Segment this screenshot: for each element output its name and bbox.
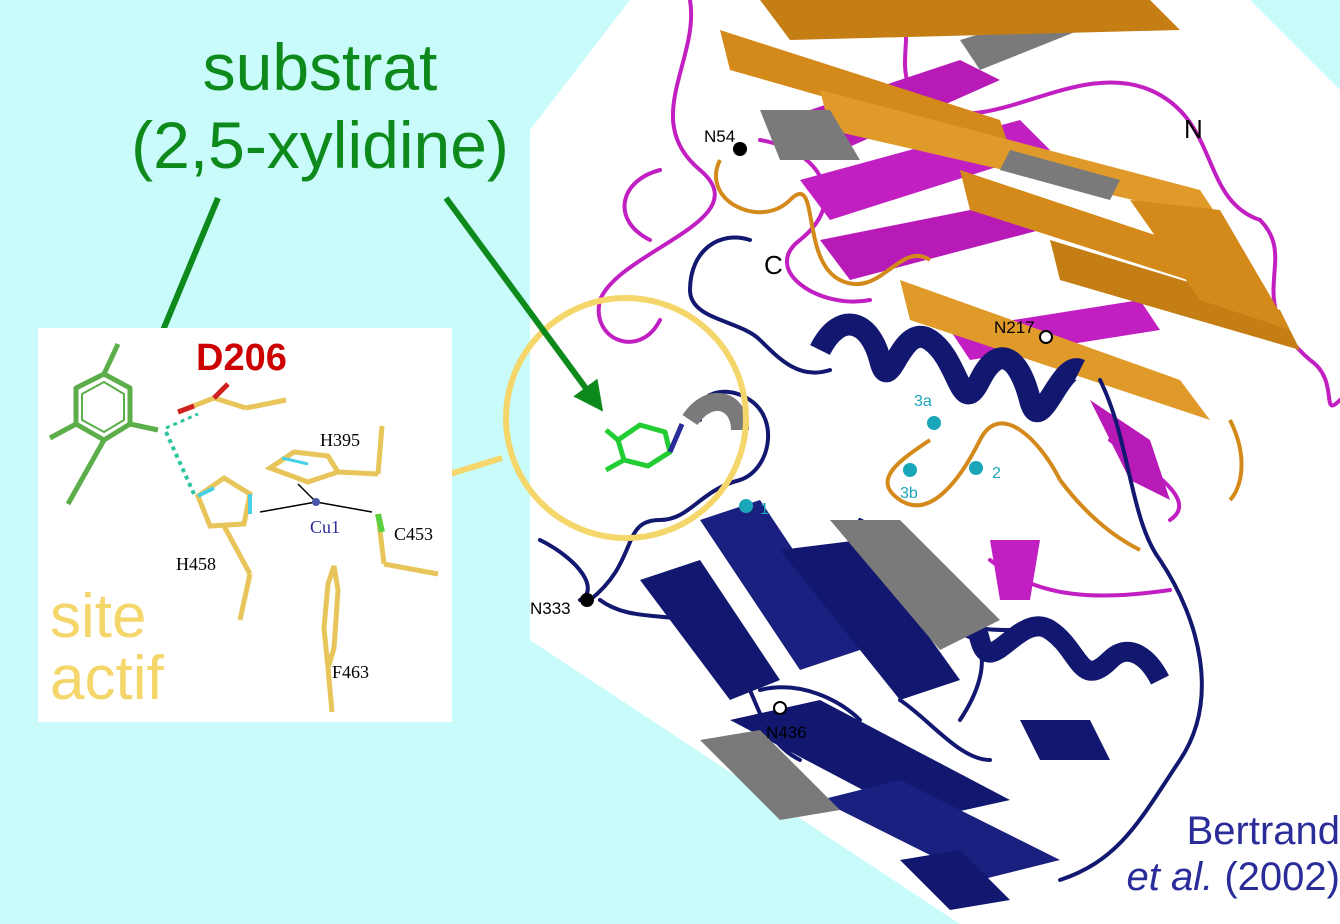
arrow-to-protein-substrate (443, 196, 604, 412)
inset-cu-coordination (259, 483, 373, 513)
active-site-highlight-circle (503, 295, 749, 541)
title-line-1: substrat (202, 30, 438, 104)
copper-atom-3b (903, 463, 917, 477)
inset-hydrogen-bond (164, 431, 196, 495)
marker-n54 (733, 142, 747, 156)
inset-label-c453: C453 (394, 524, 433, 544)
title-line-2: (2,5-xylidine) (131, 108, 509, 182)
label-c-terminus: C (764, 250, 783, 280)
label-cu-2: 2 (992, 465, 1001, 482)
inset-f463-residue (321, 565, 341, 713)
label-cu-3a: 3a (914, 393, 932, 410)
inset-cu-atom (312, 498, 320, 506)
label-n-terminus: N (1184, 114, 1203, 144)
inset-label-h395: H395 (320, 430, 360, 450)
citation-etal: et al. (1126, 855, 1214, 899)
inset-d206-residue (177, 382, 287, 415)
copper-atom-1 (739, 499, 753, 513)
inset-label-d206: D206 (196, 337, 287, 379)
citation-year: (2002) (1213, 855, 1340, 899)
inset-label-h458: H458 (176, 554, 216, 574)
label-n54: N54 (704, 127, 735, 146)
marker-n333 (580, 593, 594, 607)
protein-orange-domain (720, 0, 1300, 420)
label-n217: N217 (994, 318, 1035, 337)
copper-atom-3a (927, 416, 941, 430)
protein-orange-loops (714, 159, 1244, 552)
marker-n436 (773, 701, 787, 715)
inset-h395-residue (264, 425, 385, 485)
protein-substrate-molecule (604, 422, 685, 473)
label-n333: N333 (530, 599, 571, 618)
inset-label-cu1: Cu1 (310, 517, 340, 537)
label-cu-1: 1 (760, 501, 769, 518)
label-n436: N436 (766, 723, 807, 742)
inset-c453-residue (375, 513, 439, 577)
copper-atom-2 (969, 461, 983, 475)
substrate-title: substrat (2,5-xylidine) (40, 28, 600, 184)
site-label-line-2: actif (50, 644, 164, 713)
citation-line-1: Bertrand (1186, 809, 1340, 853)
citation-line-2: et al. (2002) (1127, 854, 1340, 900)
inset-h458-residue (194, 475, 253, 621)
inset-label-f463: F463 (332, 662, 369, 682)
inset-xylidine (48, 342, 159, 506)
protein-copper-atoms (739, 416, 983, 513)
citation: Bertrand et al. (2002) (1127, 808, 1340, 900)
active-site-inset: D206 H395 Cu1 C453 H458 F463 (38, 328, 452, 722)
protein-navy-sheets (640, 500, 1110, 910)
active-site-label: site actif (50, 586, 164, 710)
marker-n217 (1039, 330, 1053, 344)
label-cu-3b: 3b (900, 485, 918, 502)
site-label-line-1: site (50, 582, 147, 651)
